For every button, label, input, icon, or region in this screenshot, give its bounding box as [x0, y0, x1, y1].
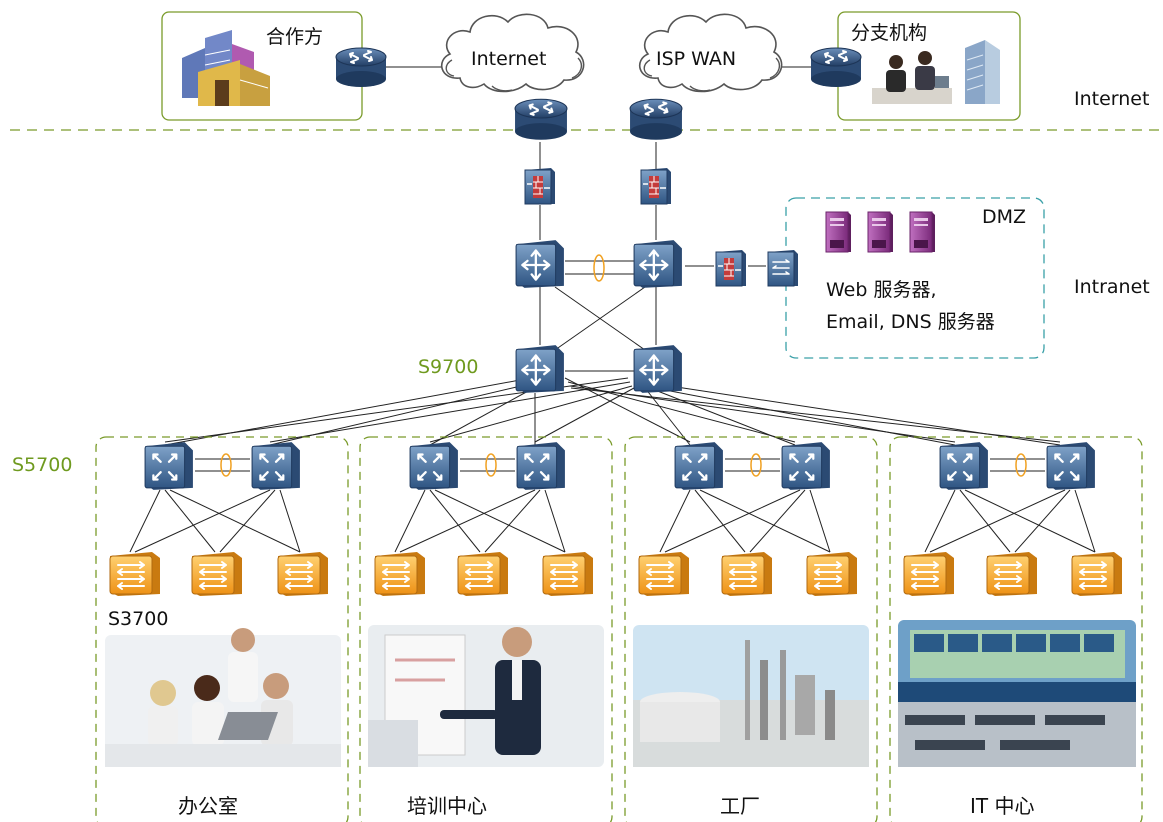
- access-switch-icon: [374, 551, 426, 597]
- partner-label: 合作方: [266, 26, 324, 48]
- core-model-label: S9700: [418, 356, 479, 378]
- aggregation-switch-icon: [515, 440, 567, 492]
- aggregation-switch-icon: [143, 440, 195, 492]
- dmz-servers-line2: Email, DNS 服务器: [826, 311, 995, 333]
- intranet-zone-label: Intranet: [1074, 276, 1150, 298]
- connection-lines: [129, 66, 1096, 553]
- dmz-firewall-icon: [715, 249, 747, 287]
- access-switch-icon: [721, 551, 773, 597]
- trunk-ellipse: [485, 453, 497, 477]
- factory-photo: [633, 625, 869, 767]
- aggregation-switch-icon: [673, 440, 725, 492]
- branch-router-icon: [810, 47, 862, 87]
- dmz-servers-line1: Web 服务器,: [826, 279, 937, 301]
- wan-edge-router-icon: [629, 98, 683, 141]
- web-server-icon: [825, 211, 852, 253]
- access-switch-icon: [109, 551, 161, 597]
- group-box-factory: [624, 436, 878, 822]
- trunk-ellipse: [593, 254, 605, 282]
- dns-server-icon: [909, 211, 936, 253]
- access-group-boxes: [95, 436, 1143, 822]
- branch-label: 分支机构: [851, 22, 928, 44]
- access-switch-icon: [903, 551, 955, 597]
- aggregation-switch-icon: [250, 440, 302, 492]
- access-switch-icon: [191, 551, 243, 597]
- group-caption-training: 培训中心: [407, 794, 487, 818]
- trunk-ellipse: [750, 453, 762, 477]
- access-switch-icon: [277, 551, 329, 597]
- core-switch-icon: [632, 238, 684, 290]
- it-center-photo: [898, 620, 1136, 767]
- access-switch-icon: [638, 551, 690, 597]
- firewall-icon: [640, 167, 672, 205]
- internet-cloud-label: Internet: [471, 48, 547, 70]
- access-switch-icon: [1071, 551, 1123, 597]
- aggregation-switch-icon: [780, 440, 832, 492]
- group-caption-factory: 工厂: [720, 794, 760, 818]
- access-switch-icon: [542, 551, 594, 597]
- training-photo: [368, 625, 604, 767]
- firewall-icon: [524, 167, 556, 205]
- core-switch-icon: [514, 238, 566, 290]
- dmz-switch-icon: [767, 249, 799, 287]
- link-aggregation-markers: [220, 254, 1027, 477]
- access-switch-icon: [986, 551, 1038, 597]
- partner-buildings-picture: [182, 30, 270, 106]
- core-switch-icon: [632, 343, 684, 395]
- group-box-it-center: [889, 436, 1143, 822]
- dmz-box: [785, 197, 1045, 359]
- office-photo: [105, 628, 341, 767]
- trunk-ellipse: [1015, 453, 1027, 477]
- internet-edge-router-icon: [514, 98, 568, 141]
- core-switch-icon: [514, 343, 566, 395]
- access-switch-icon: [457, 551, 509, 597]
- email-server-icon: [867, 211, 894, 253]
- aggregation-switch-icon: [938, 440, 990, 492]
- branch-office-picture: [872, 40, 1000, 104]
- access-switch-icon: [806, 551, 858, 597]
- aggregation-switch-icon: [408, 440, 460, 492]
- aggregation-switch-icon: [1045, 440, 1097, 492]
- partner-router-icon: [335, 47, 387, 87]
- dmz-label: DMZ: [982, 206, 1027, 228]
- access-model-label: S3700: [108, 608, 169, 630]
- group-caption-office: 办公室: [178, 794, 238, 818]
- group-box-office: [95, 436, 349, 822]
- internet-zone-label: Internet: [1074, 88, 1150, 110]
- trunk-ellipse: [220, 453, 232, 477]
- group-caption-it-center: IT 中心: [970, 794, 1035, 818]
- isp-wan-cloud-label: ISP WAN: [656, 48, 737, 70]
- aggregation-model-label: S5700: [12, 454, 73, 476]
- group-box-training: [359, 436, 613, 822]
